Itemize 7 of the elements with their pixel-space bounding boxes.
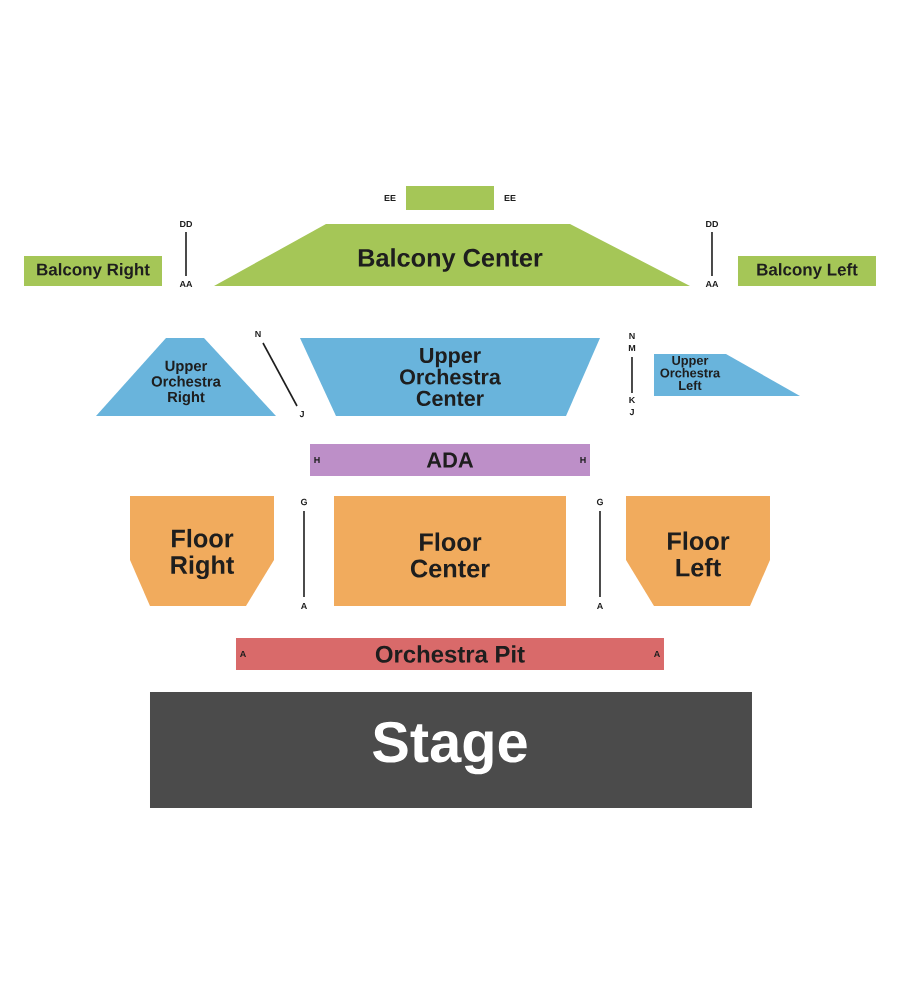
seating-section: Balcony Right <box>24 256 162 286</box>
seating-section: Floor Right <box>130 496 274 606</box>
seating-section: Balcony Center <box>214 224 690 286</box>
seating-section: Stage <box>150 692 752 808</box>
seating-section: Floor Center <box>334 496 566 606</box>
seating-section: Balcony Left <box>738 256 876 286</box>
seating-section: Floor Left <box>626 496 770 606</box>
